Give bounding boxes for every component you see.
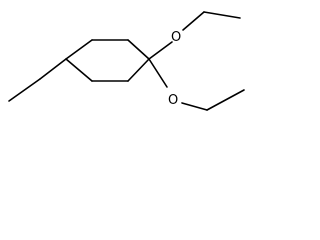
ring-bond [127, 58, 150, 82]
ring-bond [65, 58, 93, 82]
c-o-bond [148, 41, 173, 60]
ring-bond [65, 39, 93, 60]
structure-canvas: O O [0, 0, 252, 122]
ethyl-bond [39, 58, 67, 80]
c-o-bond [148, 58, 168, 88]
ethyl-bond [203, 11, 241, 19]
o-c-bond [182, 11, 205, 31]
molecule-diagram: O O [8, 11, 245, 111]
ethyl-bond [8, 78, 41, 102]
o-c-bond [181, 102, 208, 111]
oxygen-atom-label: O [168, 93, 178, 108]
oxygen-atom-label: O [171, 30, 181, 45]
ring-bond [127, 39, 150, 60]
ethyl-bond [206, 89, 245, 111]
